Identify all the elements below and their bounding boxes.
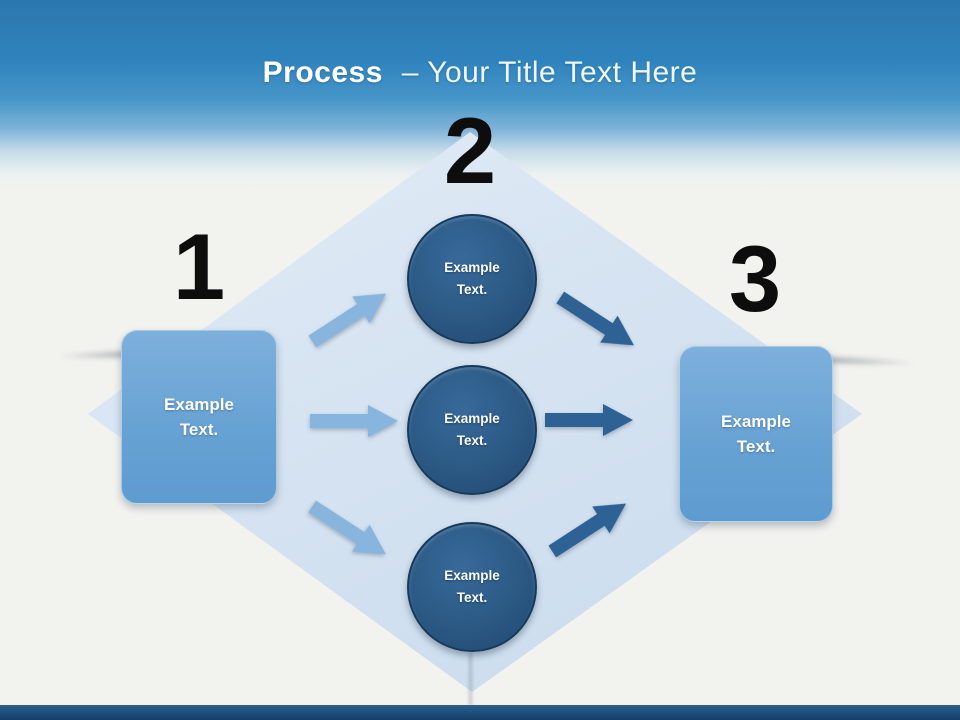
slide-title-lead: Process [262,56,383,89]
process-circle-top: Example Text. [407,214,537,344]
arrow-right-icon [545,402,635,438]
step-number-1: 1 [172,214,226,319]
arrow-down-right-icon [550,282,645,361]
process-box-left-label: Example Text. [164,394,234,440]
arrow-up-right-icon [542,487,637,566]
process-circle-middle-label: Example Text. [444,411,500,448]
process-circle-bottom: Example Text. [407,522,537,652]
arrow-up-right-icon [302,277,397,356]
diamond-tip-shadow [469,652,472,706]
process-box-left: Example Text. [121,330,277,504]
footer-bar [0,705,960,720]
process-box-right: Example Text. [679,346,833,522]
step-number-2: 2 [443,98,497,203]
process-circle-bottom-label: Example Text. [444,568,500,605]
arrow-down-right-icon [302,491,397,570]
process-box-right-label: Example Text. [721,411,791,457]
process-circle-top-label: Example Text. [444,260,500,297]
slide-title-rest: – Your Title Text Here [401,56,698,89]
arrow-right-icon [310,403,400,439]
step-number-3: 3 [728,226,782,331]
process-circle-middle: Example Text. [407,365,537,495]
slide-title: Process – Your Title Text Here [0,56,960,90]
